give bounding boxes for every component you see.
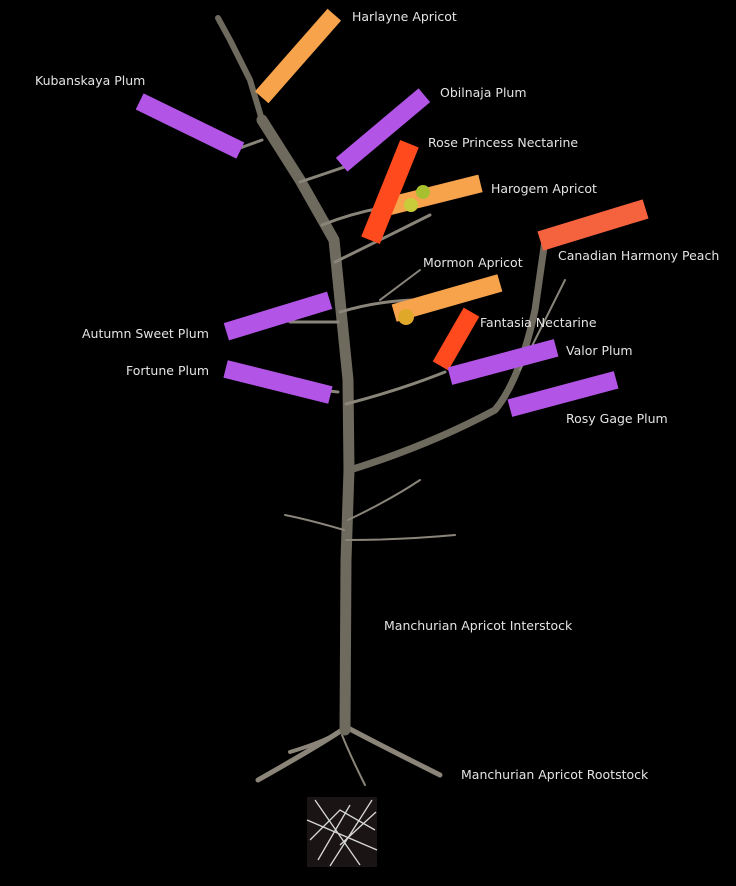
fruit-icon: [404, 198, 418, 212]
graft-bar-fantasia-nectarine: [432, 307, 480, 371]
fruit-icon: [398, 309, 414, 325]
trunk: [215, 15, 549, 736]
label-canadian-harmony-peach: Canadian Harmony Peach: [558, 248, 719, 263]
graft-bar-fortune-plum: [223, 360, 333, 404]
roots: [255, 725, 443, 786]
graft-bar-kubanskaya-plum: [135, 93, 245, 159]
graft-bar-harlayne-apricot: [254, 8, 342, 104]
graft-bar-valor-plum: [447, 339, 559, 385]
fruit-icon: [416, 185, 430, 199]
branches: [238, 138, 566, 541]
label-valor-plum: Valor Plum: [566, 343, 633, 358]
label-fantasia-nectarine: Fantasia Nectarine: [480, 315, 597, 330]
graft-bar-autumn-sweet-plum: [223, 291, 333, 341]
graft-bar-canadian-harmony-peach: [537, 199, 649, 251]
label-kubanskaya-plum: Kubanskaya Plum: [35, 73, 145, 88]
root-ball-image: [306, 797, 378, 867]
label-obilnaja-plum: Obilnaja Plum: [440, 85, 527, 100]
fruits: [398, 185, 430, 325]
label-rootstock: Manchurian Apricot Rootstock: [461, 767, 649, 782]
label-autumn-sweet-plum: Autumn Sweet Plum: [82, 326, 209, 341]
label-harogem-apricot: Harogem Apricot: [491, 181, 597, 196]
label-rose-princess-nectarine: Rose Princess Nectarine: [428, 135, 578, 150]
label-mormon-apricot: Mormon Apricot: [423, 255, 523, 270]
label-interstock: Manchurian Apricot Interstock: [384, 618, 573, 633]
graft-bar-mormon-apricot: [391, 274, 503, 322]
graft-bar-rosy-gage-plum: [507, 371, 619, 417]
label-harlayne-apricot: Harlayne Apricot: [352, 9, 457, 24]
graft-bar-rose-princess-nectarine: [361, 140, 419, 244]
graft-bar-harogem-apricot: [377, 174, 483, 218]
graft-bars: [135, 8, 649, 417]
label-fortune-plum: Fortune Plum: [126, 363, 209, 378]
labels: Harlayne Apricot Kubanskaya Plum Obilnaj…: [35, 9, 719, 782]
label-rosy-gage-plum: Rosy Gage Plum: [566, 411, 668, 426]
graft-bar-obilnaja-plum: [335, 88, 431, 172]
